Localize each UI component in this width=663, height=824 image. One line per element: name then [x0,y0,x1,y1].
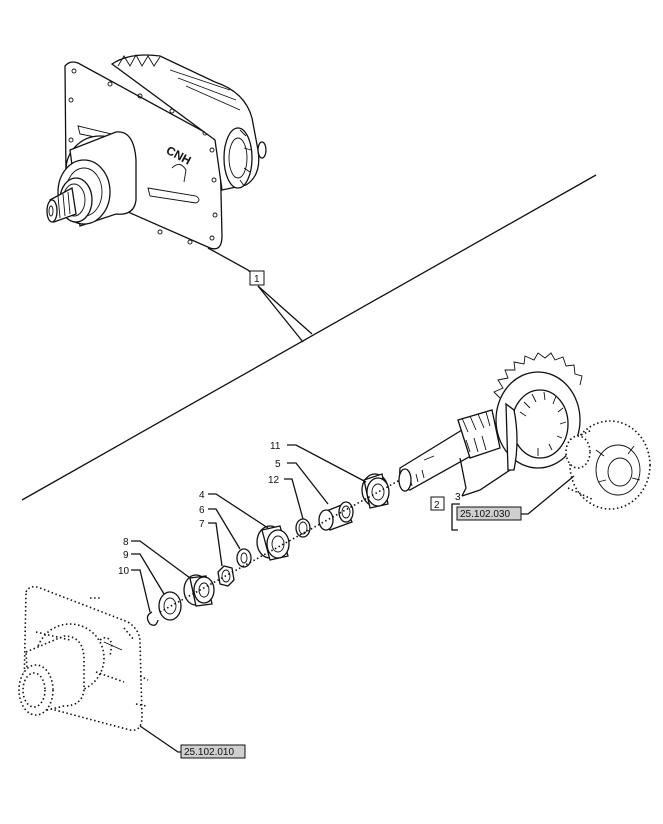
item-6-washer [236,548,252,568]
ref-pinion-group-leader [521,475,575,515]
callout-9-label: 9 [123,550,129,561]
ref-housing-leader [139,725,182,753]
callout-box-2 [430,496,445,511]
item-10-snap-ring [146,611,159,626]
item-5-spacer-sleeve [318,501,354,531]
callout-box-1 [249,270,265,286]
item-11-bearing [361,473,390,509]
callout-3-leader-pinion [459,457,467,497]
drive-pinion-illustration [398,409,501,492]
housing-illustration [18,585,149,732]
ref-box-housing[interactable] [180,744,246,759]
item-callout-leaders [131,444,367,613]
crown-wheel-illustration [493,352,583,471]
item-4-bearing [256,525,290,561]
callout-3-bracket [451,503,460,531]
callout-1-leaders [207,247,313,343]
callout-12-label: 12 [268,475,280,486]
callout-2-label: 2 [434,500,440,511]
ref-link-housing[interactable]: 25.102.010 [184,747,234,758]
item-9-seal [158,591,182,621]
callout-10-label: 10 [118,566,130,577]
callout-3-leader-ring [461,469,511,497]
item-8-bearing [183,574,215,607]
section-divider-line [21,174,597,501]
callout-7-label: 7 [199,519,205,530]
shaft-axis-line [159,479,401,613]
callout-11-label: 11 [270,441,281,452]
callout-6-label: 6 [199,505,205,516]
callout-3-label: 3 [455,492,461,503]
gearbox-assembly-illustration: CNH [46,54,267,250]
callout-4-label: 4 [199,490,205,501]
callout-1-label: 1 [254,274,260,285]
callout-5-label: 5 [275,459,281,470]
differential-carrier-illustration [565,420,651,510]
item-12-shim-ring [295,518,311,538]
ref-link-pinion-group[interactable]: 25.102.030 [460,509,510,520]
callout-8-label: 8 [123,537,129,548]
